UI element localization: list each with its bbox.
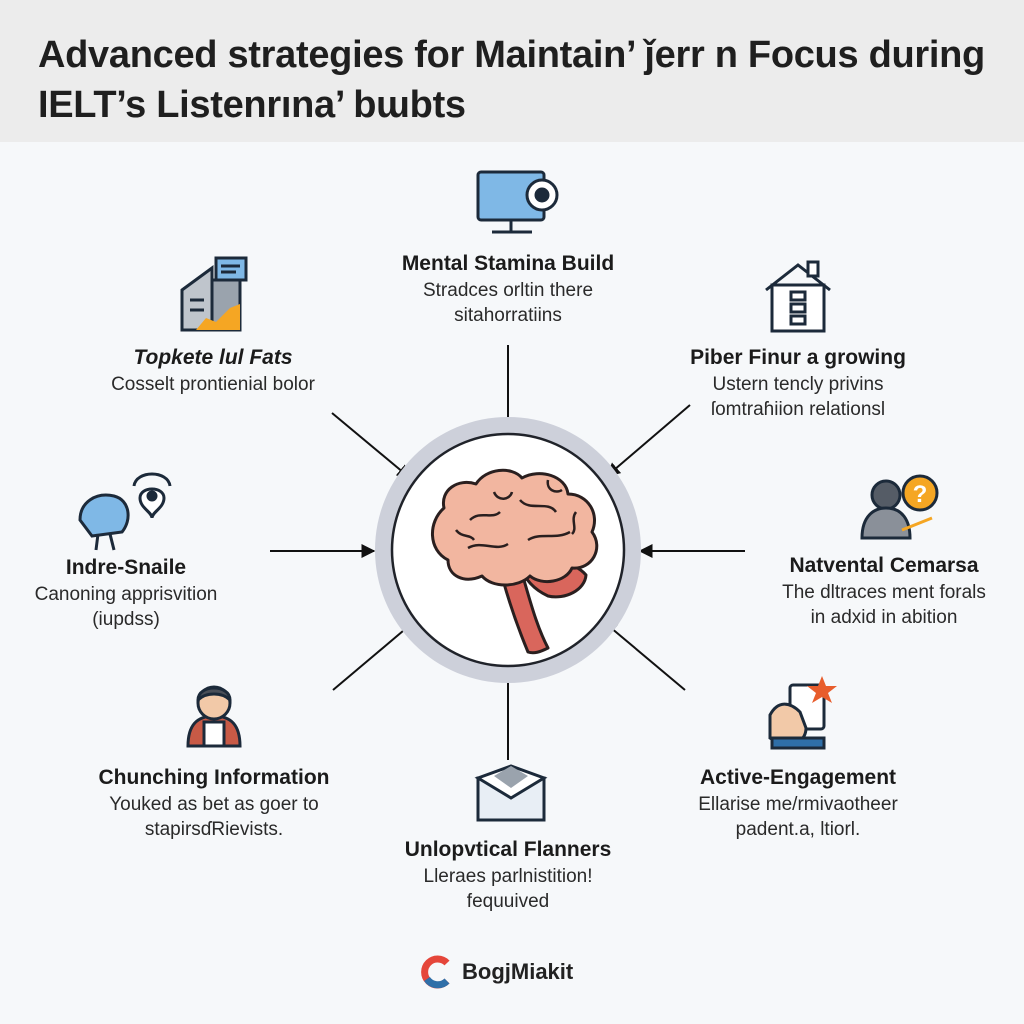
strategy-left-title: Indre-Snaile: [20, 554, 232, 582]
strategy-right: Natvental Cemarsa The dltraces ment fora…: [756, 552, 1012, 630]
brand-footer: BogjMiakit: [418, 950, 573, 994]
strategy-top-right-title: Piber Finur a growing: [662, 344, 934, 372]
question-person-icon: ?: [862, 476, 937, 538]
monitor-gear-icon: [478, 172, 557, 232]
desc-line: Lleraes parlnistition!: [372, 864, 644, 889]
desc-line: in adxid in abition: [756, 605, 1012, 630]
center-hub: [375, 417, 641, 683]
strategy-top-right: Piber Finur a growing Ustern tencly priv…: [662, 344, 934, 422]
brand-c-logo-icon: [418, 954, 454, 990]
arrow-top-left: [332, 413, 410, 478]
strategy-top-left-desc: Cosselt prontienial bolor: [88, 372, 338, 397]
desc-line: stapirsɗRievists.: [78, 817, 350, 842]
strategy-top-title: Mental Stamina Build: [372, 250, 644, 278]
desc-line: The dltraces ment forals: [756, 580, 1012, 605]
strategy-bottom-left: Chunching Information Youked as bet as g…: [78, 764, 350, 842]
strategy-bottom-right-desc: Ellarise me/rmivaotheer padent.a, ltiorl…: [662, 792, 934, 842]
desc-line: ſomtraɦiion relationsl: [662, 397, 934, 422]
strategy-left: Indre-Snaile Canoning apprisvition (iupd…: [20, 554, 232, 632]
desc-line: Youked as bet as goer to: [78, 792, 350, 817]
strategy-bottom: Unlopvtical Flanners Lleraes parlnistiti…: [372, 836, 644, 914]
person-icon: [188, 687, 240, 746]
strategy-top-left: Topkete lul Fats Cosselt prontienial bol…: [88, 344, 338, 397]
strategy-bottom-desc: Lleraes parlnistition! fequuived: [372, 864, 644, 914]
strategy-bottom-title: Unlopvtical Flanners: [372, 836, 644, 864]
desc-line: (iupdss): [20, 607, 232, 632]
desc-line: Stradces orltin there: [372, 278, 644, 303]
strategy-top: Mental Stamina Build Stradces orltin the…: [372, 250, 644, 328]
desc-line: Ellarise me/rmivaotheer: [662, 792, 934, 817]
strategy-right-desc: The dltraces ment forals in adxid in abi…: [756, 580, 1012, 630]
bird-bulb-icon: [80, 474, 170, 550]
hand-phone-star-icon: [770, 676, 837, 748]
envelope-icon: [478, 766, 544, 820]
building-chart-icon: [182, 258, 246, 330]
strategy-top-left-title: Topkete lul Fats: [88, 344, 338, 372]
strategy-right-title: Natvental Cemarsa: [756, 552, 1012, 580]
desc-line: padent.a, ltiorl.: [662, 817, 934, 842]
brand-name: BogjMiakit: [462, 959, 573, 985]
strategy-bottom-right: Active-Engagement Ellarise me/rmivaothee…: [662, 764, 934, 842]
svg-text:?: ?: [913, 481, 928, 508]
strategy-bottom-right-title: Active-Engagement: [662, 764, 934, 792]
desc-line: Cosselt prontienial bolor: [88, 372, 338, 397]
arrow-bottom-right: [604, 622, 685, 690]
desc-line: Ustern tencly privins: [662, 372, 934, 397]
desc-line: sitahorratiins: [372, 303, 644, 328]
house-icon: [766, 262, 830, 331]
strategy-bottom-left-desc: Youked as bet as goer to stapirsɗRievist…: [78, 792, 350, 842]
desc-line: Canoning apprisvition: [20, 582, 232, 607]
strategy-left-desc: Canoning apprisvition (iupdss): [20, 582, 232, 632]
desc-line: fequuived: [372, 889, 644, 914]
strategy-top-right-desc: Ustern tencly privins ſomtraɦiion relati…: [662, 372, 934, 422]
strategy-bottom-left-title: Chunching Information: [78, 764, 350, 792]
strategy-top-desc: Stradces orltin there sitahorratiins: [372, 278, 644, 328]
